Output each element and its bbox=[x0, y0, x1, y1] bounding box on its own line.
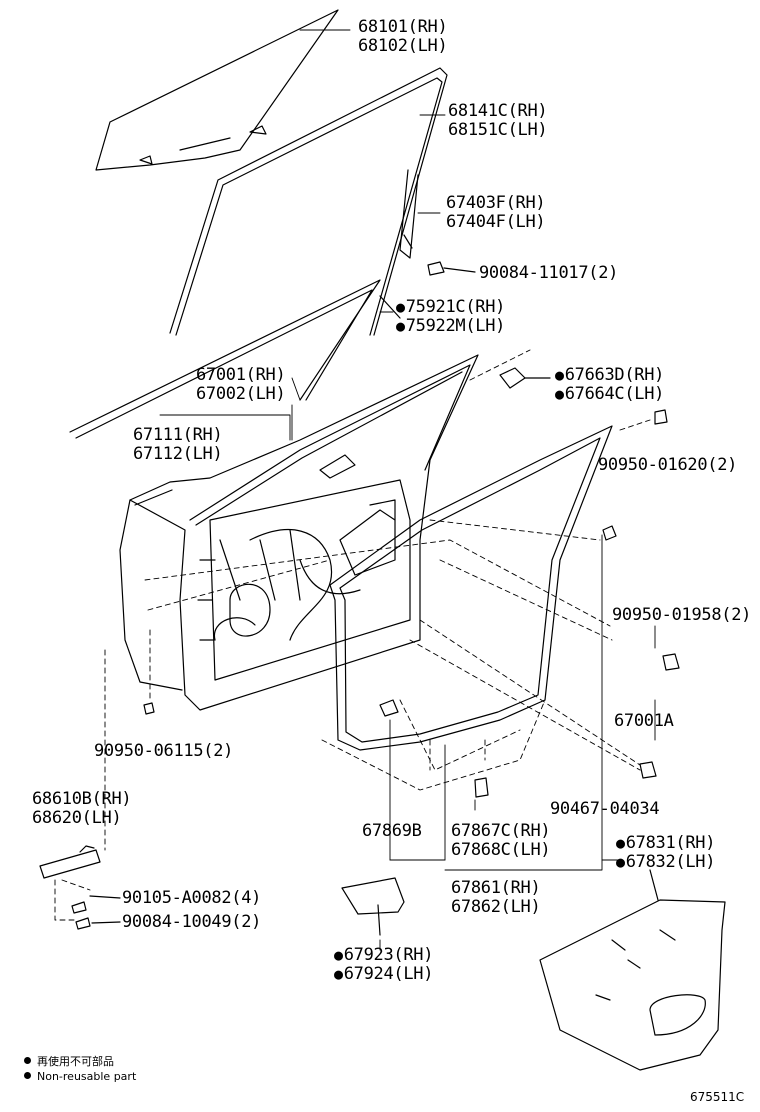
label-hole-plug-90950-06115: 90950-06115(2) bbox=[94, 741, 234, 761]
label-frame-cover: 67663D(RH)67664C(LH) bbox=[555, 366, 665, 404]
frame-cover-part bbox=[499, 367, 551, 389]
label-clip-90950-01958: 90950-01958(2) bbox=[612, 605, 752, 625]
rear-lower-frame-part bbox=[399, 169, 476, 276]
door-check-part bbox=[39, 845, 121, 930]
label-screw-90084-11017: 90084-11017(2) bbox=[479, 263, 619, 283]
label-weatherstrip: 67861(RH)67862(LH) bbox=[451, 878, 541, 917]
outside-weatherstrip-part bbox=[69, 279, 401, 439]
label-window-glass: 68101(RH)68102(LH) bbox=[358, 17, 448, 56]
figure-reference: 675511C bbox=[690, 1090, 745, 1104]
label-weatherstrip-service: 67831(RH)67832(LH) bbox=[616, 834, 716, 872]
label-glass-run: 68141C(RH)68151C(LH) bbox=[448, 101, 548, 140]
fasteners bbox=[143, 409, 680, 798]
label-pad: 67923(RH)67924(LH) bbox=[334, 946, 434, 984]
label-clip-90950-01620: 90950-01620(2) bbox=[598, 455, 738, 475]
label-rear-lower-frame: 67403F(RH)67404F(LH) bbox=[446, 193, 546, 232]
pad-part bbox=[341, 877, 405, 936]
label-door-frame: 67111(RH)67112(LH) bbox=[133, 425, 223, 464]
leader-lines bbox=[159, 29, 656, 951]
legend-bullet-icon bbox=[24, 1072, 31, 1079]
label-outside-weatherstrip: 75921C(RH)75922M(LH) bbox=[396, 298, 506, 336]
label-bolt-90105: 90105-A0082(4) bbox=[122, 888, 262, 908]
weatherstrip-part bbox=[329, 425, 613, 751]
service-hole-cover-part bbox=[539, 869, 726, 1071]
legend-english: Non-reusable part bbox=[24, 1069, 136, 1084]
label-screw-90084-10049: 90084-10049(2) bbox=[122, 912, 262, 932]
label-check-assy: 68610B(RH)68620(LH) bbox=[32, 789, 132, 828]
door-panel-part bbox=[119, 354, 479, 711]
label-retainer: 67869B bbox=[362, 821, 422, 841]
legend: 再使用不可部品 Non-reusable part bbox=[24, 1054, 136, 1084]
label-sub-assy: 67001A bbox=[614, 711, 674, 731]
label-retainer-pair: 67867C(RH)67868C(LH) bbox=[451, 821, 551, 860]
window-glass-part bbox=[95, 9, 339, 171]
legend-bullet-icon bbox=[24, 1057, 31, 1064]
glass-run-part bbox=[169, 67, 448, 336]
legend-japanese: 再使用不可部品 bbox=[24, 1054, 136, 1069]
label-clip-90467-04034: 90467-04034 bbox=[550, 799, 660, 819]
label-door-panel: 67001(RH)67002(LH) bbox=[196, 365, 286, 404]
